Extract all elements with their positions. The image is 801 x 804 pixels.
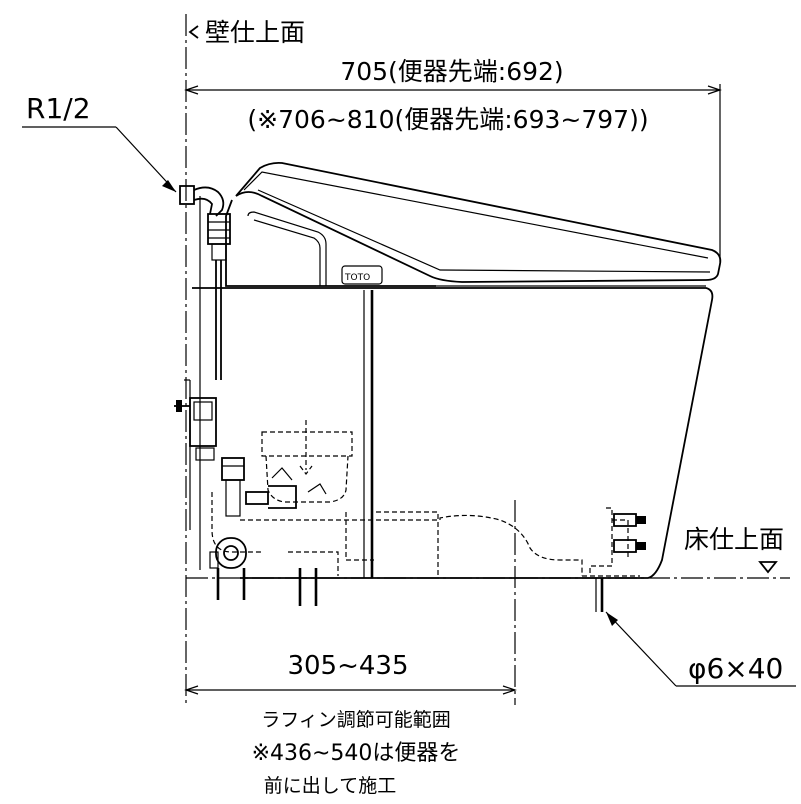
floor-fitting-right: [589, 507, 646, 576]
anchor-leader: [605, 611, 677, 687]
dim-top-range-label: (※706~810(便器先端:693~797)): [247, 105, 648, 134]
anchor-screws: [216, 568, 604, 612]
dim-top-arrow-left-icon: [184, 85, 199, 95]
dim-bottom-arrow-right-icon: [502, 685, 517, 695]
pipe-thread-leader: [115, 126, 177, 193]
dim-bottom-label: 305~435: [287, 651, 408, 681]
dim-bottom-arrow-left-icon: [184, 685, 199, 695]
anchor-label: φ6×40: [688, 652, 783, 685]
pipe-thread-label: R1/2: [26, 92, 91, 125]
anchor-arrow-icon: [606, 612, 618, 626]
floor-finish-label: 床仕上面: [684, 525, 784, 554]
floor-finish-marker-icon: [758, 561, 778, 574]
wall-finish-label: 壁仕上面: [205, 18, 305, 47]
note-line-1: ラフィン調節可能範囲: [261, 709, 451, 731]
drain-trap-outline: [211, 420, 640, 577]
toilet-body: TOTO: [192, 161, 722, 579]
water-supply-assembly: [174, 185, 231, 570]
dim-top-label: 705(便器先端:692): [340, 57, 563, 86]
flange-fitting: [209, 457, 327, 569]
note-line-2: ※436~540は便器を: [252, 741, 461, 766]
pipe-thread-arrow-icon: [162, 180, 176, 192]
svg-text:TOTO: TOTO: [344, 273, 370, 283]
note-line-3: 前に出して施工: [264, 775, 396, 797]
wall-finish-marker-icon: [188, 25, 199, 39]
